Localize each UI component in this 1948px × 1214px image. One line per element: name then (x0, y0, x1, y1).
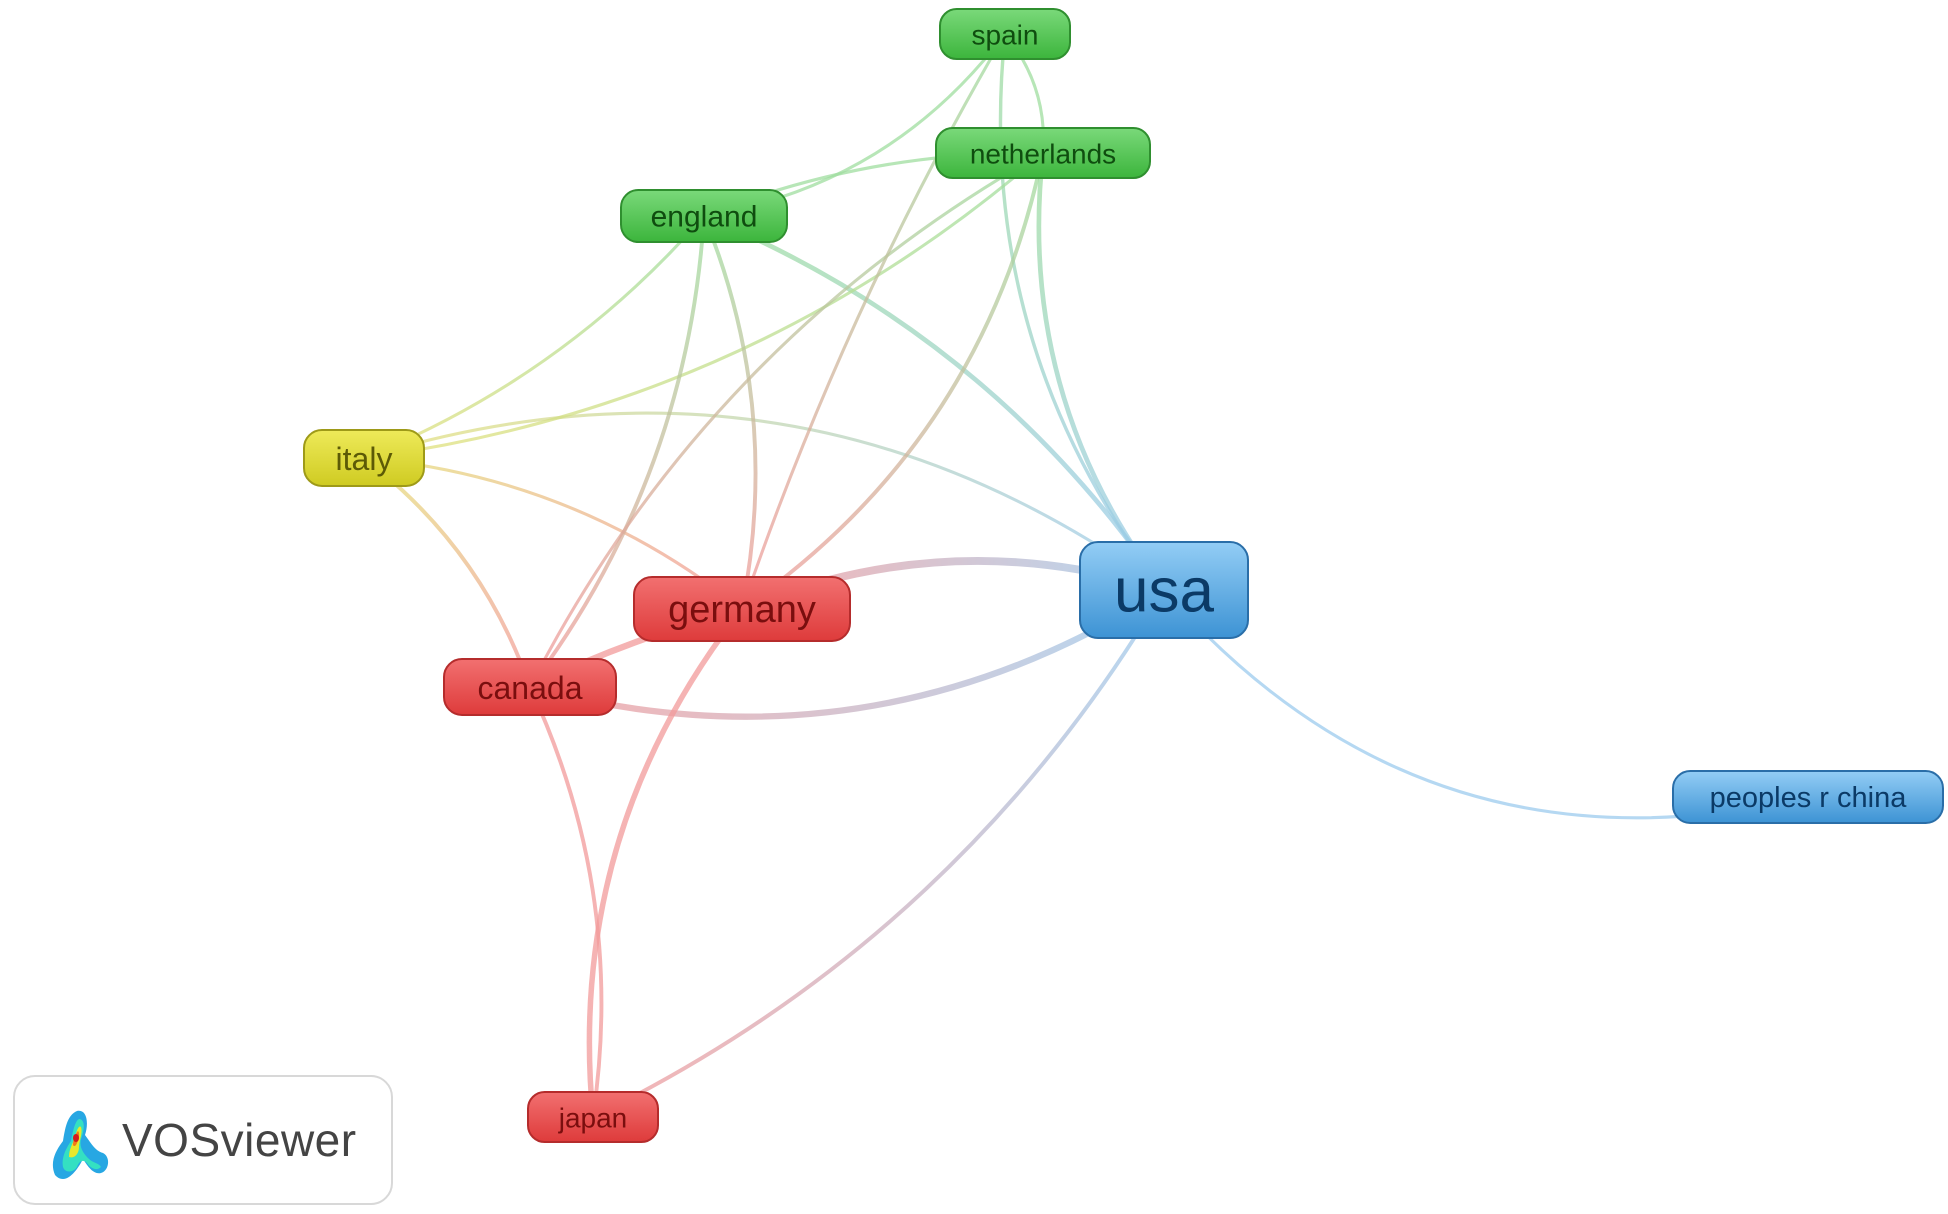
node-japan[interactable]: japan (527, 1091, 659, 1143)
link-germany-japan (586, 606, 745, 1120)
node-spain[interactable]: spain (939, 8, 1071, 60)
node-canada[interactable]: canada (443, 658, 617, 716)
node-germany[interactable]: germany (633, 576, 851, 642)
link-england-canada (528, 214, 706, 689)
node-japan-box (527, 1091, 659, 1143)
node-germany-label: germany (668, 589, 816, 631)
link-england-germany (702, 214, 758, 611)
node-spain-box (939, 8, 1071, 60)
node-usa[interactable]: usa (1079, 541, 1249, 639)
node-peoples-r-china[interactable]: peoples r china (1672, 770, 1944, 824)
link-usa-canada (526, 586, 1168, 720)
node-england-label: england (651, 201, 758, 234)
node-spain-label: spain (972, 20, 1039, 51)
node-japan-label: japan (558, 1103, 628, 1134)
node-italy[interactable]: italy (303, 429, 425, 487)
node-england[interactable]: england (620, 189, 788, 243)
node-peoples-r-china-label: peoples r china (1710, 782, 1908, 814)
node-canada-label: canada (478, 670, 583, 706)
link-canada-japan (528, 685, 604, 1119)
link-usa-england (701, 213, 1167, 593)
link-usa-japan (591, 588, 1166, 1119)
link-usa-italy (362, 411, 1166, 592)
link-england-spain (702, 32, 1007, 218)
link-italy-netherlands (362, 151, 1045, 460)
node-england-box (620, 189, 788, 243)
node-netherlands-label: netherlands (970, 139, 1116, 170)
link-netherlands-germany (740, 151, 1045, 611)
node-italy-label: italy (336, 441, 393, 477)
vosviewer-logo-icon (52, 1110, 109, 1179)
node-netherlands-box (935, 127, 1151, 179)
link-netherlands-canada (528, 151, 1045, 689)
link-usa-netherlands (1036, 150, 1167, 593)
vosviewer-logo-text: VOSviewer (122, 1114, 357, 1166)
node-usa-label: usa (1114, 557, 1214, 626)
node-netherlands[interactable]: netherlands (935, 127, 1151, 179)
node-usa-box (1079, 541, 1249, 639)
node-canada-box (443, 658, 617, 716)
node-germany-box (633, 576, 851, 642)
nodes-layer: usa germany canada japan italy england netherl… (303, 8, 1944, 1143)
link-italy-canada (362, 456, 532, 689)
link-usa-spain (998, 32, 1166, 592)
node-peoples-r-china-box (1672, 770, 1944, 824)
link-spain-germany (740, 32, 1007, 611)
node-italy-box (303, 429, 425, 487)
vosviewer-logo: VOSviewer (13, 1075, 393, 1205)
